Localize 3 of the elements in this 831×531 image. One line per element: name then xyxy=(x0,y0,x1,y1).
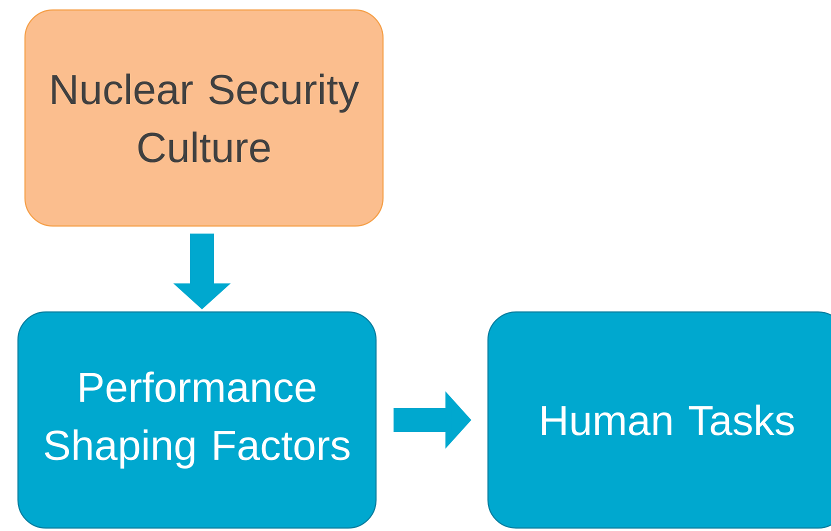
process-box: Human Tasks xyxy=(487,311,831,529)
process-box: Performance Shaping Factors xyxy=(17,311,377,529)
process-box: Nuclear Security Culture xyxy=(24,9,384,227)
